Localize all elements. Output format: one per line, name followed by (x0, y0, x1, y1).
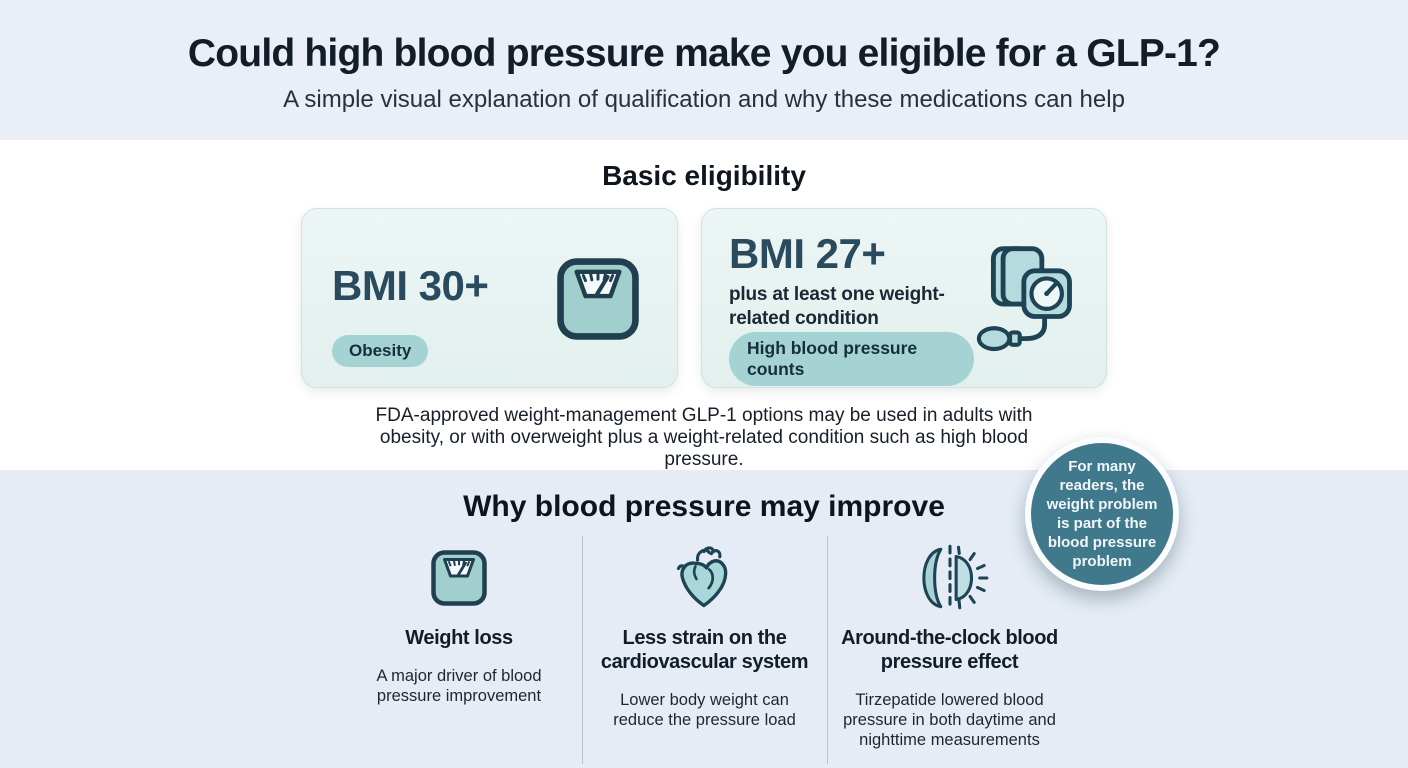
page-subtitle: A simple visual explanation of qualifica… (283, 86, 1125, 113)
callout-text: For many readers, the weight problem is … (1046, 457, 1158, 571)
eligibility-section: Basic eligibility BMI 30+ Obesity BMI 27… (0, 140, 1408, 470)
obesity-badge: Obesity (332, 335, 429, 367)
cardiovascular-description: Lower body weight can reduce the pressur… (613, 691, 796, 729)
weight-loss-description: A major driver of blood pressure improve… (376, 667, 542, 705)
improve-heading: Why blood pressure may improve (463, 490, 945, 523)
eligibility-cards: BMI 30+ Obesity BMI 27+ plus at least on… (0, 208, 1408, 388)
weight-loss-icon-wrap (339, 540, 580, 616)
heart-icon (676, 546, 727, 608)
around-the-clock-column: Around-the-clock blood pressure effect T… (826, 536, 1072, 765)
bmi-30-card: BMI 30+ Obesity (301, 208, 678, 388)
page-title: Could high blood pressure make you eligi… (187, 32, 1221, 75)
cardiovascular-icon-wrap (585, 540, 825, 616)
improve-columns: Weight loss A major driver of blood pres… (0, 536, 1408, 765)
weight-related-condition-text: plus at least one weight-related conditi… (729, 284, 945, 330)
around-the-clock-icon-wrap (830, 540, 1070, 616)
fda-note: FDA-approved weight-management GLP-1 opt… (375, 405, 1033, 471)
weight-loss-title: Weight loss (405, 627, 513, 649)
cardiovascular-title: Less strain on the cardiovascular system (600, 627, 809, 673)
bmi-27-card-text: BMI 27+ plus at least one weight-related… (729, 227, 974, 386)
header: Could high blood pressure make you eligi… (0, 0, 1408, 140)
scale-icon (431, 550, 487, 606)
bmi-27-value: BMI 27+ (729, 230, 886, 277)
around-the-clock-description: Tirzepatide lowered blood pressure in bo… (843, 691, 1056, 749)
cardiovascular-column: Less strain on the cardiovascular system… (581, 536, 827, 765)
around-the-clock-title: Around-the-clock blood pressure effect (841, 627, 1058, 673)
callout-bubble: For many readers, the weight problem is … (1025, 437, 1179, 591)
day-night-icon (921, 544, 988, 612)
weight-loss-column: Weight loss A major driver of blood pres… (337, 536, 582, 764)
scale-icon (557, 258, 639, 340)
bmi-30-value: BMI 30+ (332, 262, 489, 309)
improve-section: Why blood pressure may improve Weight lo… (0, 470, 1408, 768)
bmi-27-card: BMI 27+ plus at least one weight-related… (701, 208, 1107, 388)
eligibility-heading: Basic eligibility (602, 160, 806, 191)
bmi-30-card-text: BMI 30+ Obesity (332, 231, 489, 367)
high-blood-pressure-badge: High blood pressure counts (729, 331, 974, 386)
blood-pressure-monitor-icon (976, 245, 1072, 351)
